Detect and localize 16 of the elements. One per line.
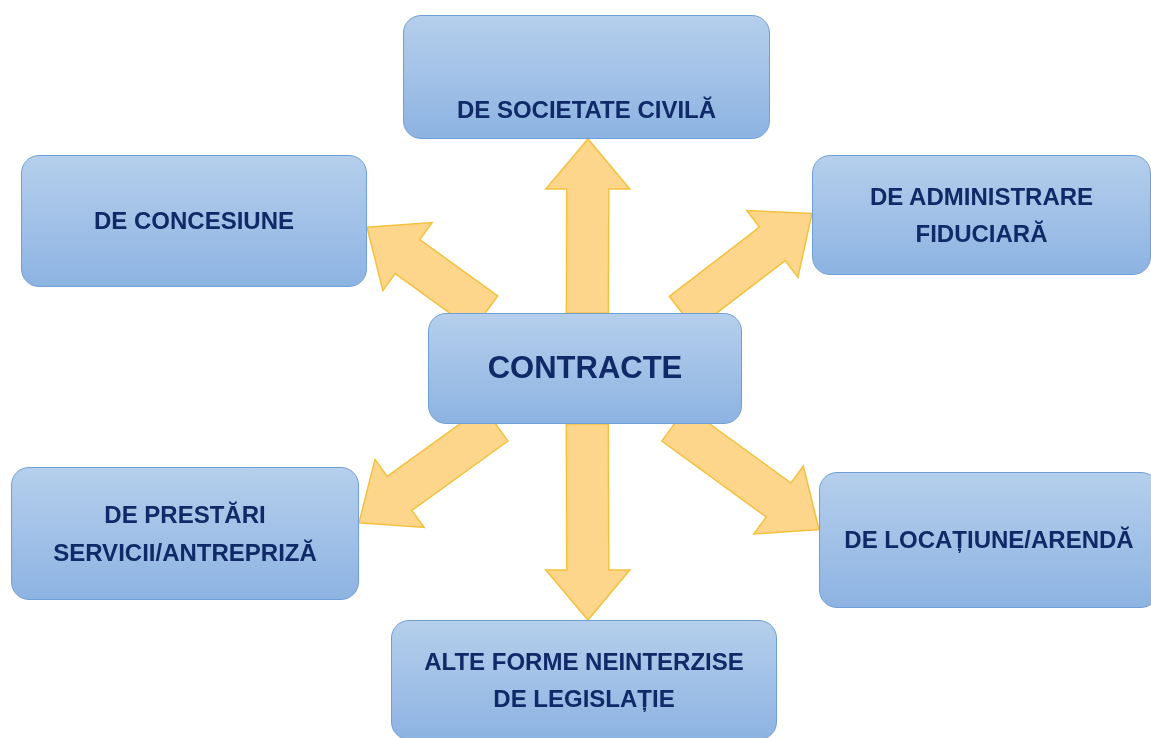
category-box: [391, 620, 777, 738]
box-label: DE PRESTĂRI SERVICII/ANTREPRIZĂ: [52, 500, 318, 568]
category-box: [21, 155, 367, 287]
category-box: [403, 15, 770, 139]
box-label: ALTE FORME NEINTERZISE DE LEGISLAȚIE: [423, 646, 745, 714]
box-label: CONTRACTE: [487, 349, 683, 388]
box-label: DE LOCAȚIUNE/ARENDĂ: [844, 525, 1134, 556]
category-box: [428, 313, 742, 424]
category-box: [11, 467, 359, 600]
category-box: [812, 155, 1151, 275]
box-label: DE CONCESIUNE: [94, 206, 294, 237]
box-label: DE ADMINISTRARE FIDUCIARĂ: [868, 181, 1095, 249]
box-label: DE SOCIETATE CIVILĂ: [456, 94, 717, 125]
category-box: [819, 472, 1151, 608]
block-arrow: [544, 423, 632, 622]
block-arrow: [544, 137, 632, 314]
